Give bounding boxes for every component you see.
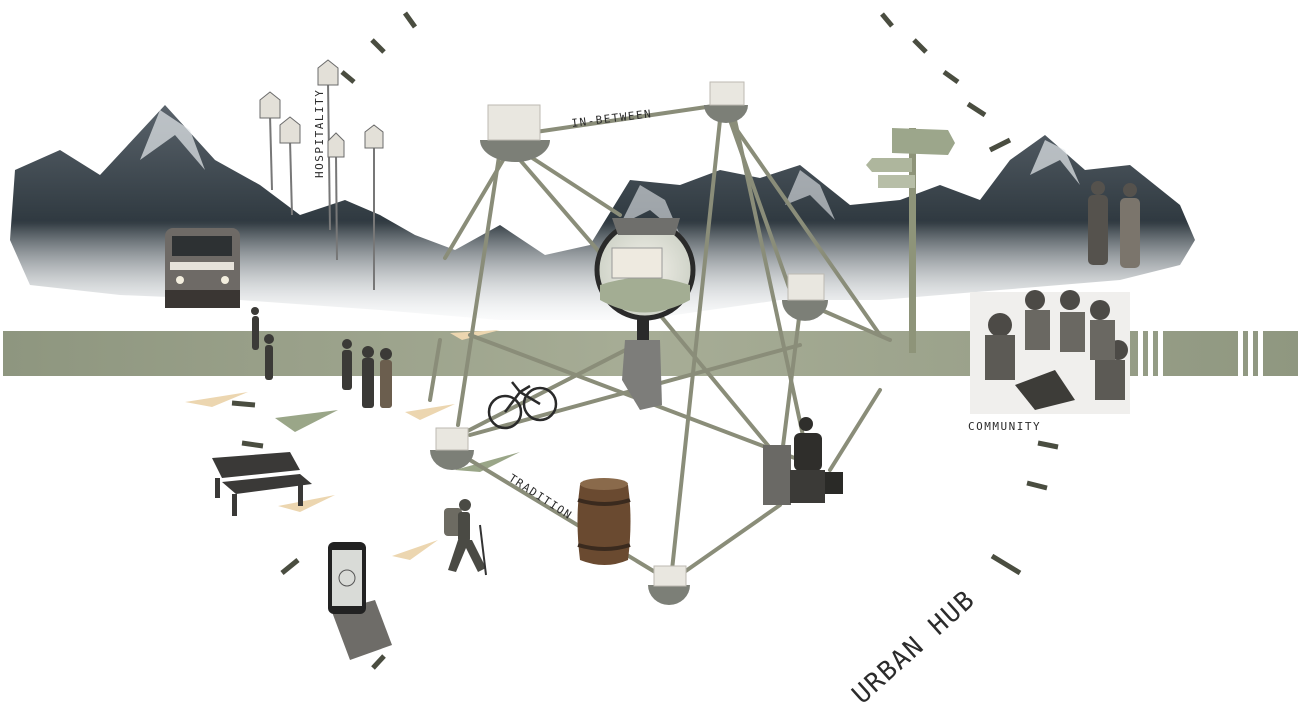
node-in-between-right: [704, 82, 748, 123]
node-bottom: [648, 566, 690, 605]
node-center-right: [782, 274, 828, 321]
train-icon: [165, 228, 240, 308]
community-label: COMMUNITY: [968, 420, 1041, 433]
node-in-between-left: [480, 105, 550, 162]
community-group-icon: [970, 290, 1130, 414]
hiker-icon: [444, 499, 486, 575]
tradition-label: TRADITION: [506, 472, 574, 523]
in-between-label: IN-BETWEEN: [571, 107, 653, 130]
worker-at-desk-icon: [763, 417, 843, 505]
node-tradition: [430, 428, 474, 470]
urban-hub-label: URBAN HUB: [847, 585, 982, 711]
barrel-icon: [578, 478, 631, 565]
hospitality-label: HOSPITALITY: [313, 89, 326, 178]
smartphone-icon: [328, 542, 392, 660]
